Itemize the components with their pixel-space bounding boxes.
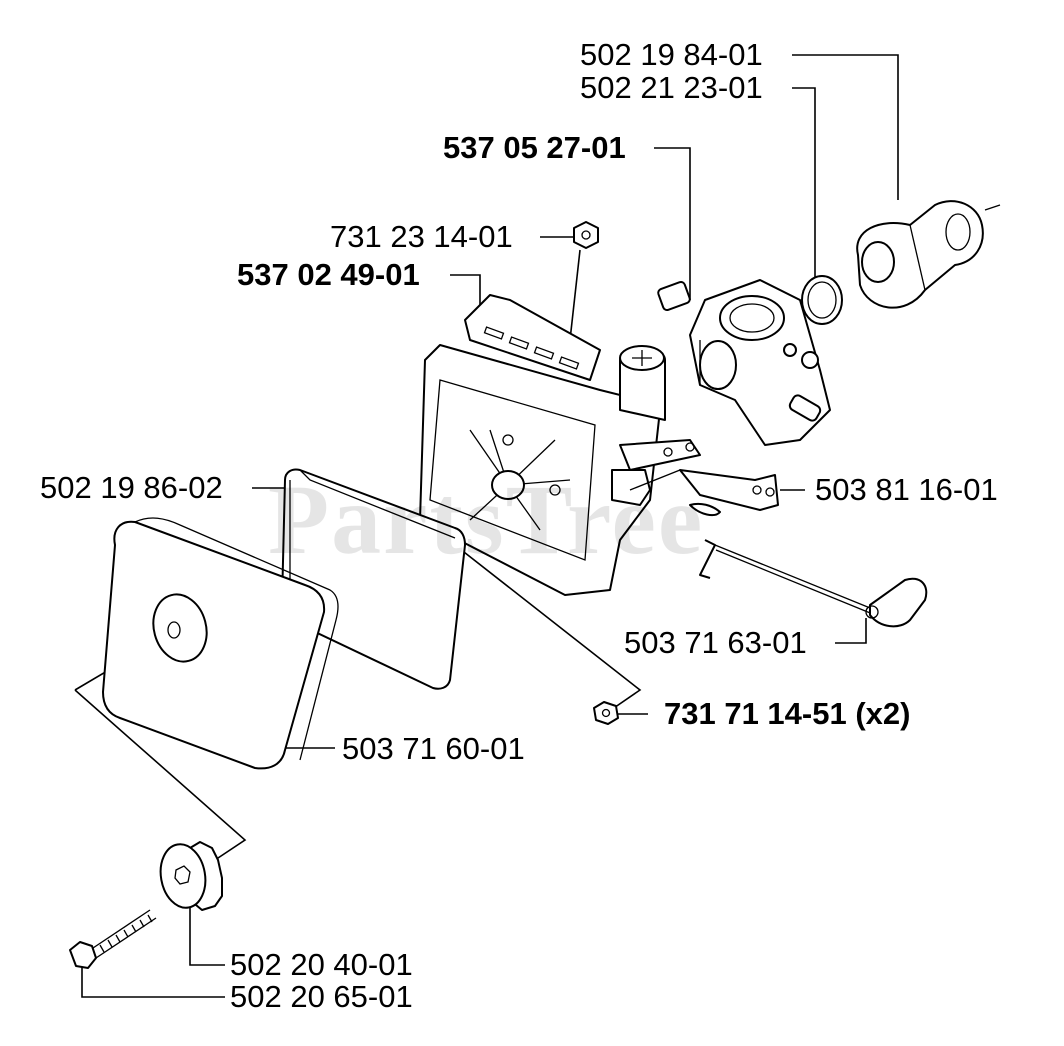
part-label-air-filter[interactable]: 502 19 86-02 [40,470,223,505]
air-filter-holder-part [419,294,721,596]
nut-pair-part [593,701,619,725]
screw-part [69,909,157,969]
choke-lever-part [629,469,779,511]
carburetor-part [657,279,831,446]
throttle-rod-part [699,539,928,628]
intake-ring-part [801,275,843,325]
knob-part [159,841,223,911]
part-label-carburetor[interactable]: 537 05 27-01 [443,130,626,165]
part-label-choke-lever[interactable]: 503 81 16-01 [815,472,998,507]
air-filter-part [280,468,466,690]
part-label-screw[interactable]: 502 20 65-01 [230,979,413,1014]
part-label-air-filter-cover[interactable]: 503 71 60-01 [342,731,525,766]
watermark: PartsTree [268,464,705,575]
part-label-intake-ring[interactable]: 502 21 23-01 [580,70,763,105]
part-label-intake-elbow[interactable]: 502 19 84-01 [580,37,763,72]
intake-elbow-part [856,200,1001,309]
part-label-air-filter-holder[interactable]: 537 02 49-01 [237,257,420,292]
air-filter-cover-part [102,517,339,770]
part-label-nut-top[interactable]: 731 23 14-01 [330,219,513,254]
nut-top-part [573,221,599,249]
part-label-throttle-rod[interactable]: 503 71 63-01 [624,625,807,660]
part-label-knob[interactable]: 502 20 40-01 [230,947,413,982]
part-label-nut-pair[interactable]: 731 71 14-51 (x2) [664,696,911,731]
